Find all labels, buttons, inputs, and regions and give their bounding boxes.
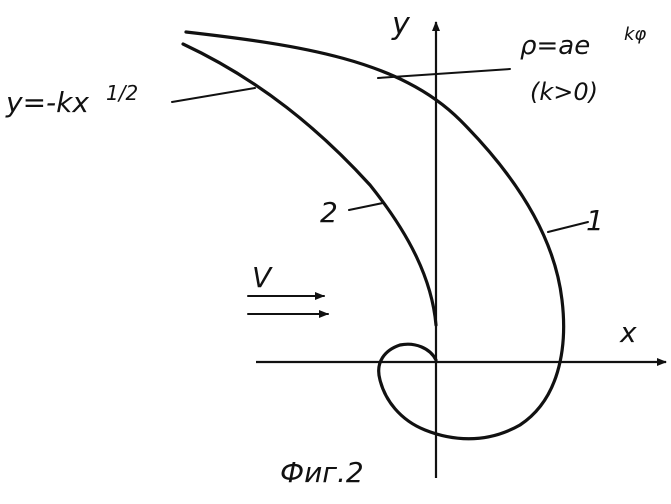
leader-parabola-formula [172,88,255,102]
curve-1-spiral [186,32,564,439]
parabola-formula: y=-kx 1/2 [5,81,138,119]
curve-1-label: 1 [586,204,604,237]
parabola-formula-base: y=-kx [5,86,89,119]
figure-caption: Фиг.2 [280,456,364,489]
parabola-formula-exponent: 1/2 [106,81,138,105]
axis-x-label: x [619,316,637,349]
spiral-formula: ρ=ae kφ [520,24,646,61]
axis-y-label: y [391,7,411,42]
spiral-formula-exponent: kφ [624,24,646,45]
leader-curve-1 [548,222,588,232]
flow-velocity-label: V [252,261,273,294]
leader-curve-2 [349,203,383,210]
spiral-formula-base: ρ=ae [520,31,590,61]
curve-2-parabola [183,44,436,325]
curve-2-label: 2 [320,196,338,229]
leader-spiral-formula [378,69,510,78]
spiral-condition: (k>0) [530,78,598,106]
